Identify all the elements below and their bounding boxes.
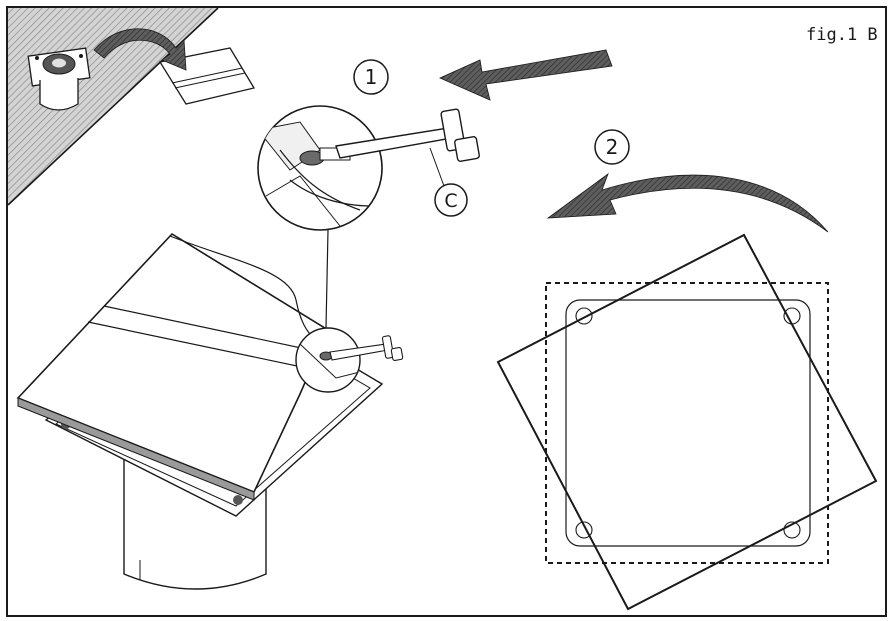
step-2-callout: 2 [594, 129, 630, 165]
small-detail-circle [295, 327, 404, 393]
svg-text:1: 1 [365, 65, 378, 89]
fan-motor-inset [27, 47, 91, 111]
svg-text:2: 2 [606, 135, 619, 159]
rotated-cover-square [496, 233, 878, 611]
rotation-diagram [496, 233, 878, 611]
detail-leader-line [325, 229, 329, 329]
straight-arrow [439, 49, 613, 101]
curved-arrow-inset [93, 28, 187, 71]
dashed-original-square [545, 282, 829, 564]
tool-c [335, 108, 480, 187]
svg-text:C: C [444, 190, 457, 212]
figure-label: fig.1 B [806, 25, 878, 45]
step-1-callout: 1 [353, 59, 389, 95]
part-c-callout: C [434, 183, 468, 217]
rotation-arrow [546, 172, 829, 233]
fan-unit [16, 232, 384, 590]
zoom-detail-circle [257, 105, 383, 231]
wall-inset [7, 7, 256, 206]
